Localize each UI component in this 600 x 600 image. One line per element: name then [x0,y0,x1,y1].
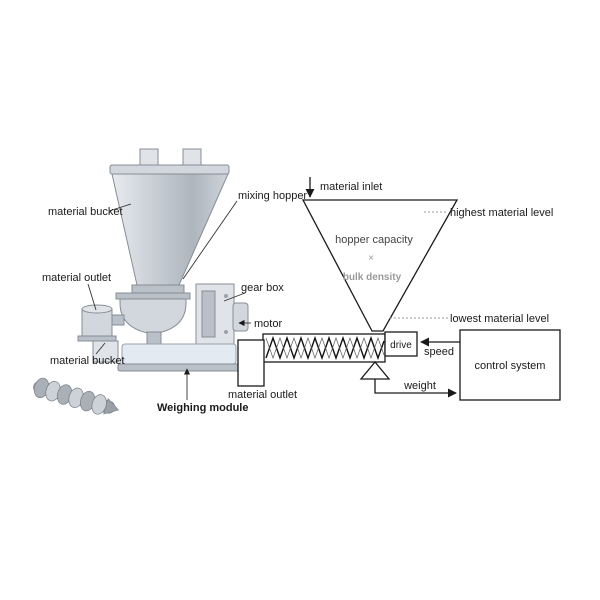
outlet-flange [77,335,117,342]
label-drive: drive [390,340,412,351]
label-material-bucket-bottom: material bucket [50,355,125,367]
hopper-lid [109,164,230,175]
label-weight: weight [403,380,436,392]
label-gear-box: gear box [241,282,284,294]
leader-material-outlet [87,283,97,311]
drive-box [384,331,418,357]
label-bulk-density: bulk density [343,272,402,283]
bolt [224,294,228,298]
leader-mixing-hopper [182,200,238,280]
label-material-inlet: material inlet [320,181,382,193]
label-material-bucket-top: material bucket [48,206,123,218]
leader-material-bucket-top [108,203,132,212]
label-lowest-material-level: lowest material level [450,313,549,325]
hopper-top-port [182,148,202,167]
label-motor: motor [254,318,282,330]
material-outlet-top [81,304,113,314]
screw-auger-image [33,377,120,415]
label-schematic-material-outlet: material outlet [228,389,297,401]
label-control-system: control system [475,360,546,372]
clamp-ring [115,292,191,300]
feeder-machine-illustration [77,148,249,372]
schematic-material-outlet-chute [237,339,265,387]
screw-flight-back [265,336,385,360]
label-multiply: × [368,253,374,264]
label-weighing-module: Weighing module [157,402,248,414]
weighing-module-base [121,343,237,365]
label-hopper-capacity: hopper capacity [335,234,413,246]
leader-gear-box [223,292,246,302]
label-highest-material-level: highest material level [450,207,553,219]
bolt [224,330,228,334]
label-speed: speed [424,346,454,358]
label-material-outlet: material outlet [42,272,111,284]
control-system-box [459,329,561,401]
bowl-outlet-stub [146,331,162,345]
screw-conveyor-housing [262,333,386,363]
hopper-top-port [139,148,159,167]
schematic-hopper [301,199,459,332]
base-plate [117,363,241,372]
gear-box-panel [201,290,216,338]
process-schematic [237,177,561,401]
arrow-weight [374,379,457,398]
motor-body [232,302,249,332]
label-mixing-hopper: mixing hopper [238,190,307,202]
small-bucket [92,340,119,363]
hopper-neck [131,284,185,294]
leader-material-bucket-bottom [95,342,106,355]
